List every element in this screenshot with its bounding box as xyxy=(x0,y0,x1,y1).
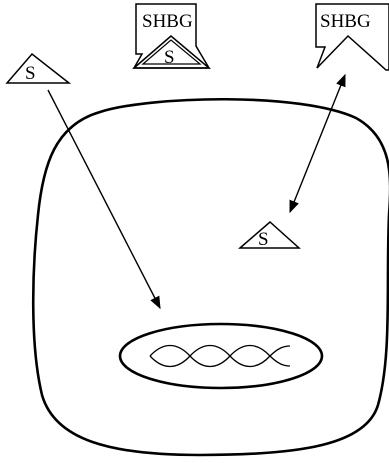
free-steroid-label: S xyxy=(25,63,36,84)
steroid-entry-arrow xyxy=(48,90,160,308)
intracellular-steroid: S xyxy=(240,222,299,250)
steroid-triangle xyxy=(7,54,69,83)
cell-membrane xyxy=(33,99,389,455)
shbg-exchange-arrow xyxy=(290,75,345,212)
intracellular-steroid-triangle xyxy=(240,222,299,248)
unbound-shbg: SHBG xyxy=(316,4,389,70)
bound-steroid-label: S xyxy=(164,47,175,68)
unbound-shbg-label: SHBG xyxy=(320,11,371,32)
bound-shbg-label: SHBG xyxy=(142,11,193,32)
free-steroid: S xyxy=(7,54,69,84)
dna-helix-icon xyxy=(150,346,290,367)
bound-shbg-complex: SHBG S xyxy=(134,4,209,68)
intracellular-steroid-label: S xyxy=(258,229,269,250)
